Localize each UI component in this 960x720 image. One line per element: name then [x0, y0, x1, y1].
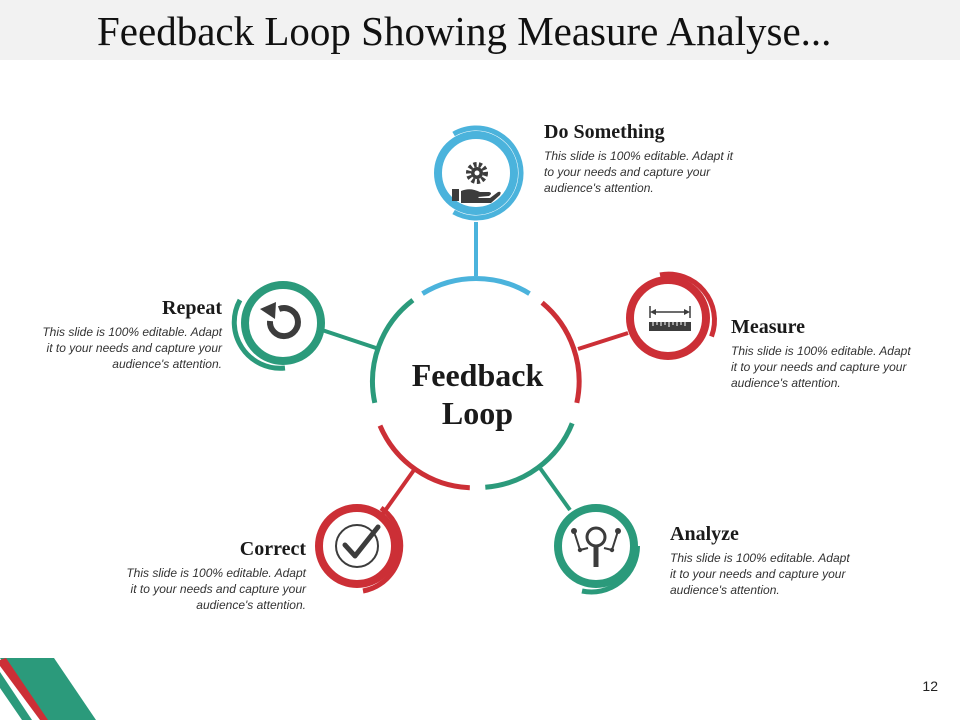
- center-label-line1: Feedback: [411, 357, 544, 393]
- step-body-measure: This slide is 100% editable. Adapt it to…: [731, 344, 911, 391]
- connector-correct: [380, 468, 416, 517]
- center-ring: [370, 275, 582, 491]
- node-correct: [315, 504, 404, 594]
- step-body-do-something: This slide is 100% editable. Adapt it to…: [544, 149, 733, 196]
- refresh-arrow-icon: [260, 302, 301, 340]
- node-ring: [315, 504, 399, 588]
- connectors: [321, 222, 629, 517]
- step-title-analyze: Analyze: [670, 523, 739, 545]
- ring-segment-red-bottom: [377, 424, 470, 491]
- ruler-icon: [649, 306, 691, 331]
- node-repeat: [231, 281, 325, 371]
- center-label: Feedback Loop: [380, 356, 575, 432]
- text-block-analyze: Analyze This slide is 100% editable. Ada…: [670, 522, 850, 599]
- node-measure: [626, 271, 717, 360]
- title-bar: Feedback Loop Showing Measure Analyse...: [0, 0, 960, 60]
- connector-analyze: [538, 466, 572, 512]
- text-block-do-something: Do Something This slide is 100% editable…: [544, 120, 734, 197]
- text-block-correct: Correct This slide is 100% editable. Ada…: [126, 537, 306, 614]
- corner-stripe-decoration: [0, 658, 96, 720]
- magnifier-network-icon: [571, 526, 621, 567]
- ring-segment-green-bottom: [485, 422, 575, 490]
- step-title-repeat: Repeat: [162, 297, 222, 319]
- step-title-correct: Correct: [239, 538, 306, 560]
- connector-repeat: [321, 328, 377, 350]
- node-analyze: [554, 504, 640, 595]
- node-ring: [241, 281, 325, 365]
- outer-arc: [231, 298, 286, 371]
- text-block-repeat: Repeat This slide is 100% editable. Adap…: [42, 296, 222, 373]
- slide-title: Feedback Loop Showing Measure Analyse...: [97, 8, 832, 54]
- outer-arc: [452, 125, 524, 221]
- text-block-measure: Measure This slide is 100% editable. Ada…: [731, 315, 911, 392]
- node-ring: [626, 276, 710, 360]
- center-label-line2: Loop: [441, 395, 514, 431]
- outer-arc: [362, 505, 404, 594]
- node-do-something: [434, 125, 524, 221]
- checkmark-icon: [335, 524, 381, 568]
- ring-segment-blue: [421, 275, 531, 296]
- step-title-measure: Measure: [731, 316, 806, 338]
- outer-arc: [659, 271, 717, 338]
- page-number: 12: [922, 678, 938, 694]
- step-body-correct: This slide is 100% editable. Adapt it to…: [126, 566, 306, 613]
- step-body-repeat: This slide is 100% editable. Adapt it to…: [42, 325, 222, 372]
- hand-gear-icon: [452, 162, 501, 203]
- connector-measure: [577, 331, 629, 351]
- step-title-do-something: Do Something: [544, 121, 665, 143]
- ring-segment-green-left: [370, 298, 415, 404]
- ring-segment-red-right: [540, 300, 582, 404]
- step-body-analyze: This slide is 100% editable. Adapt it to…: [670, 551, 850, 598]
